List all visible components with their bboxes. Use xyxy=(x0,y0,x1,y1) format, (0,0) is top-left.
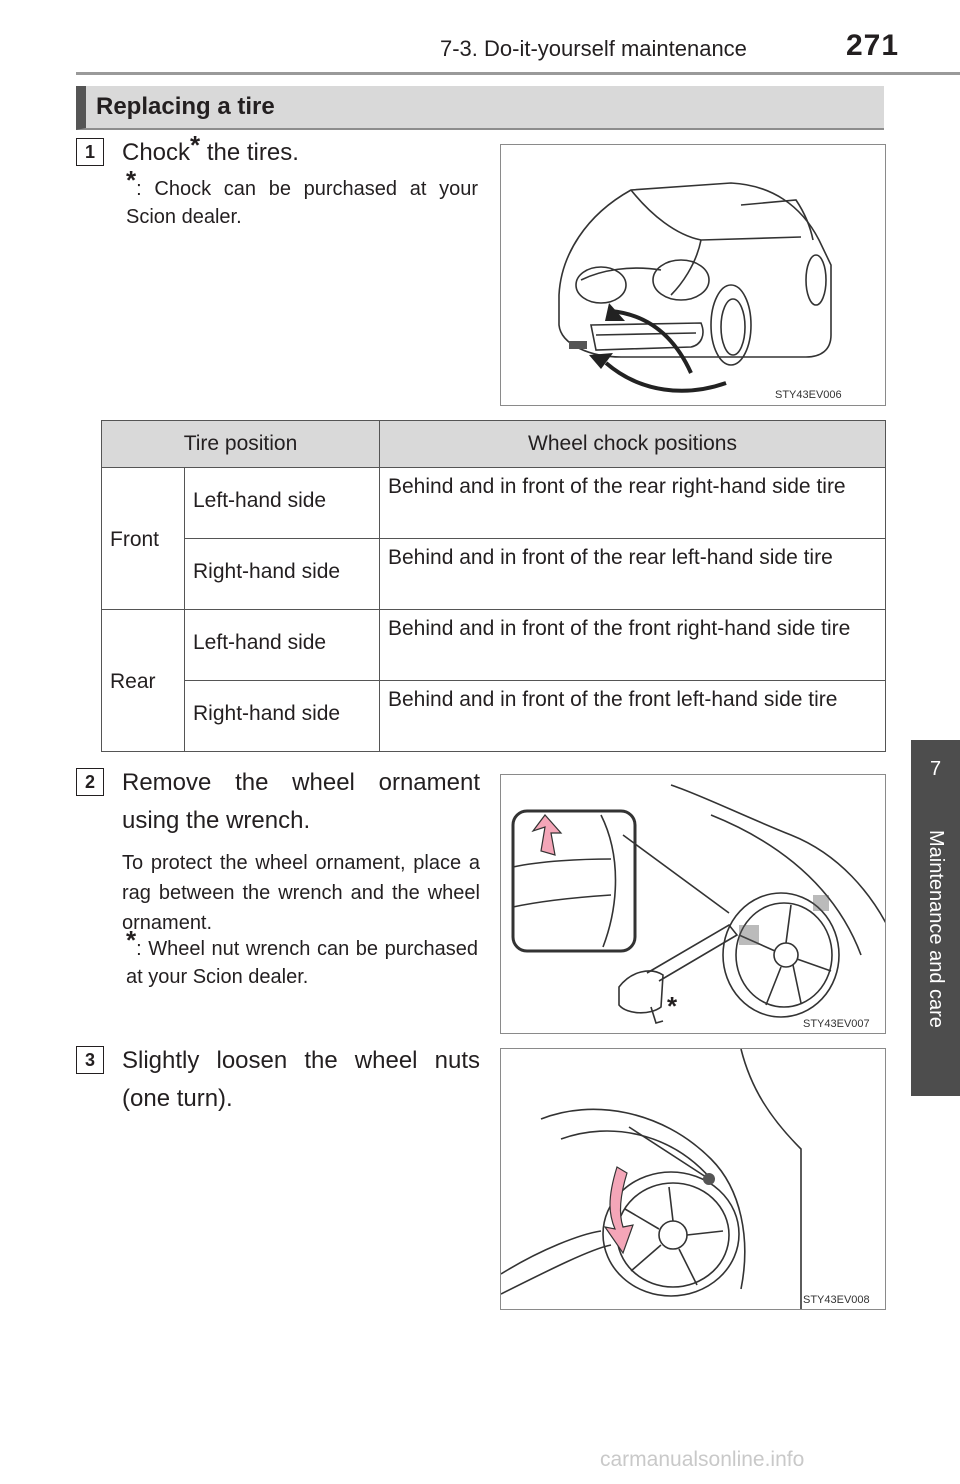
step-number-2: 2 xyxy=(76,768,104,796)
table-header-cell: Tire position xyxy=(101,420,380,468)
table-chock-cell: Behind and in front of the rear right-ha… xyxy=(379,467,886,539)
table-side-cell: Right-hand side xyxy=(184,538,380,610)
running-header: 7-3. Do-it-yourself maintenance xyxy=(440,36,747,61)
asterisk-mark: * xyxy=(190,130,201,160)
figure-chock-tires: STY43EV006 xyxy=(500,144,886,406)
step-2-subtext: To protect the wheel ornament, place a r… xyxy=(122,852,480,934)
table-side-cell: Left-hand side xyxy=(184,609,380,681)
step-1-text: Chock* the tires. xyxy=(122,132,482,172)
section-heading-bar: Replacing a tire xyxy=(76,86,884,130)
table-group-cell: Front xyxy=(101,467,185,610)
wheel-nut-illustration xyxy=(501,1049,802,1309)
asterisk-mark: * xyxy=(126,925,137,955)
table-side-cell: Right-hand side xyxy=(184,680,380,752)
table-row: Right-hand side Behind and in front of t… xyxy=(102,680,886,752)
table-header-row: Tire position Wheel chock positions xyxy=(101,420,886,468)
wheel-ornament-illustration: * xyxy=(511,784,885,1024)
figure-code: STY43EV006 xyxy=(775,389,842,401)
step-1-note-text: : Chock can be purchased at your Scion d… xyxy=(126,178,478,228)
table-side-cell: Left-hand side xyxy=(184,467,380,539)
step-2-note: *: Wheel nut wrench can be purchased at … xyxy=(126,927,478,991)
asterisk-mark: * xyxy=(126,165,137,195)
page-number: 271 xyxy=(846,29,900,62)
step-number-3: 3 xyxy=(76,1046,104,1074)
step-1-text-prefix: Chock xyxy=(122,139,191,166)
pink-arrow-icon xyxy=(603,1166,634,1255)
figure-code: STY43EV007 xyxy=(803,1018,870,1030)
table-row: Front Left-hand side Behind and in front… xyxy=(101,467,886,610)
pink-arrow-icon xyxy=(531,814,563,856)
figure-loosen-nuts: STY43EV008 xyxy=(500,1048,886,1310)
table-header-cell: Wheel chock positions xyxy=(379,420,886,468)
watermark: carmanualsonline.info xyxy=(600,1448,805,1471)
table-group-cell: Rear xyxy=(101,609,185,752)
table-chock-cell: Behind and in front of the front right-h… xyxy=(379,609,886,681)
chapter-label: Maintenance and care xyxy=(925,830,947,1028)
step-1-note: *: Chock can be purchased at your Scion … xyxy=(126,167,478,231)
table-row: Right-hand side Behind and in front of t… xyxy=(102,538,886,610)
asterisk-mark: * xyxy=(667,991,678,1021)
car-front-illustration xyxy=(558,182,832,393)
step-2-note-text: : Wheel nut wrench can be purchased at y… xyxy=(126,938,478,988)
step-1-text-suffix: the tires. xyxy=(200,139,299,166)
chapter-tab: 7 Maintenance and care xyxy=(911,740,960,1096)
chock-positions-table: Tire position Wheel chock positions Fron… xyxy=(101,420,886,752)
table-row: Rear Left-hand side Behind and in front … xyxy=(101,609,886,752)
step-number-1: 1 xyxy=(76,138,104,166)
chapter-number: 7 xyxy=(929,758,942,780)
step-3-text: Slightly loosen the wheel nuts (one turn… xyxy=(122,1047,480,1112)
section-title: Replacing a tire xyxy=(96,93,275,120)
figure-remove-ornament: * STY43EV007 xyxy=(500,774,886,1034)
figure-code: STY43EV008 xyxy=(803,1294,870,1306)
header-rule xyxy=(76,72,960,75)
table-chock-cell: Behind and in front of the front left-ha… xyxy=(379,680,886,752)
table-chock-cell: Behind and in front of the rear left-han… xyxy=(379,538,886,610)
step-2-text: Remove the wheel ornament using the wren… xyxy=(122,769,480,834)
